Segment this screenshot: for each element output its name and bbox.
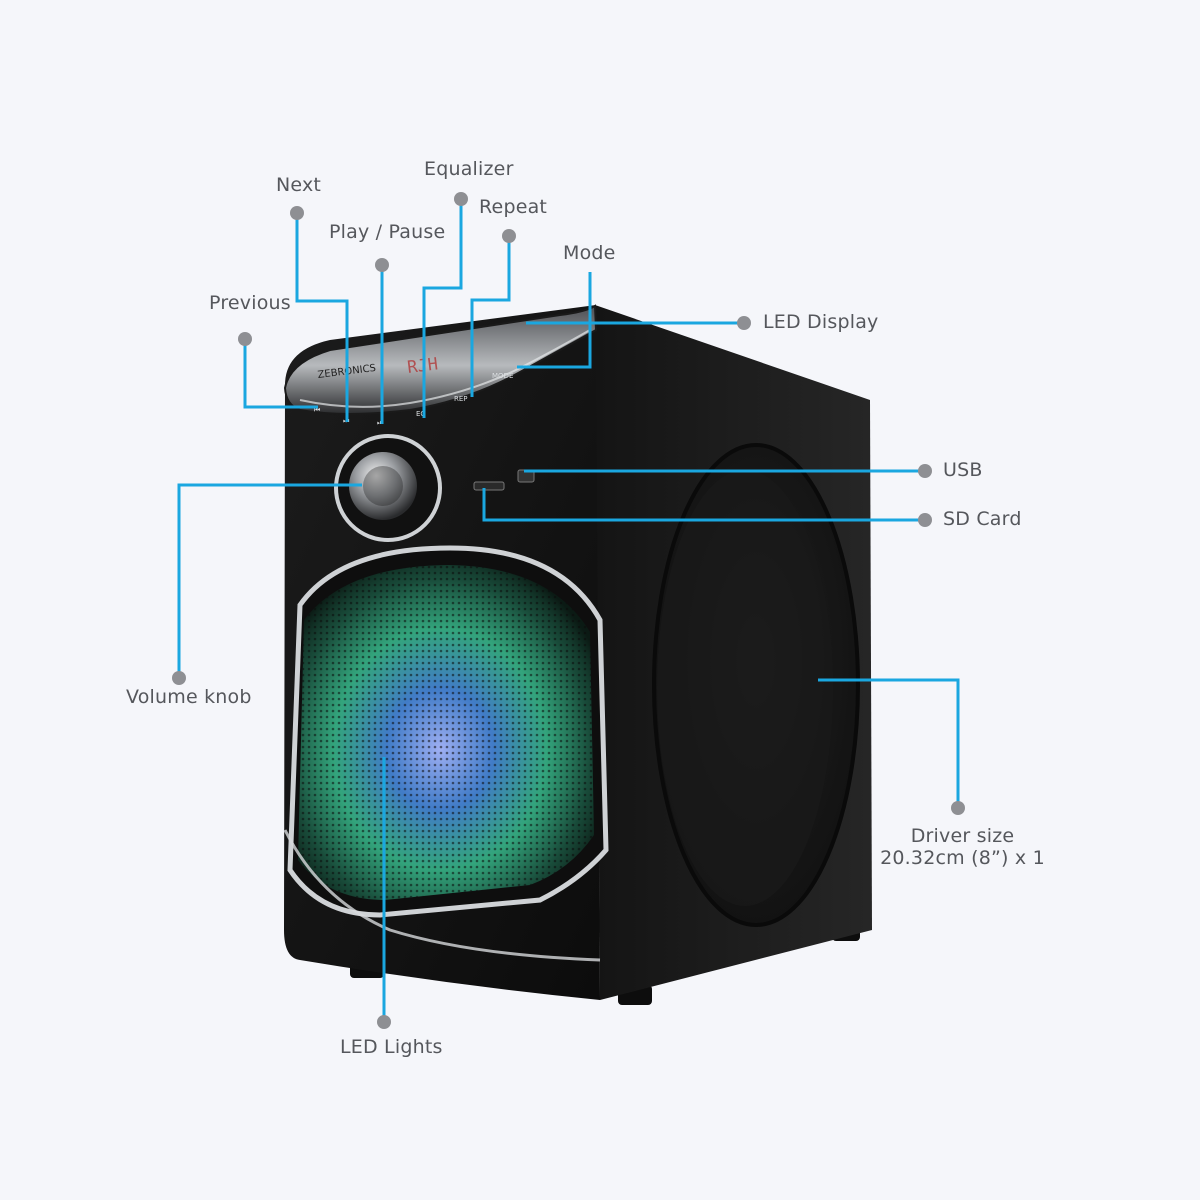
label-driver-size: Driver size 20.32cm (8”) x 1: [880, 825, 1045, 869]
callout-dot-equalizer: [454, 192, 468, 206]
callout-dot-driver-size: [951, 801, 965, 815]
label-equalizer: Equalizer: [424, 158, 514, 180]
callout-dot-led-lights: [377, 1015, 391, 1029]
label-next: Next: [276, 174, 322, 196]
callout-line-mode: [517, 272, 592, 369]
panel-btn-eq-glyph: EQ: [416, 410, 426, 418]
callout-dot-previous: [238, 332, 252, 346]
label-sd-card: SD Card: [943, 508, 1022, 530]
callout-dot-next: [290, 206, 304, 220]
label-led-lights: LED Lights: [340, 1036, 443, 1058]
callout-line-next: [295, 213, 349, 422]
callout-line-sd-card: [482, 488, 925, 522]
label-previous: Previous: [209, 292, 291, 314]
panel-btn-rep-glyph: REP: [454, 395, 468, 403]
callout-dot-repeat: [502, 229, 516, 243]
label-volume-knob: Volume knob: [126, 686, 252, 708]
label-led-display: LED Display: [763, 311, 879, 333]
label-repeat: Repeat: [479, 196, 548, 218]
label-mode: Mode: [563, 242, 616, 264]
callout-line-equalizer: [422, 199, 463, 418]
panel-btn-previous-glyph: ⏮: [314, 406, 320, 414]
callout-line-previous: [243, 339, 318, 409]
callout-line-repeat: [470, 236, 511, 397]
callout-dot-led-display: [737, 316, 751, 330]
label-usb: USB: [943, 459, 983, 481]
callout-dot-usb: [918, 464, 932, 478]
label-driver-size-line2: 20.32cm (8”) x 1: [880, 847, 1045, 869]
label-play-pause: Play / Pause: [329, 221, 446, 243]
label-driver-size-line1: Driver size: [910, 825, 1015, 847]
callout-line-driver-size: [818, 678, 960, 808]
sd-card-slot: [473, 481, 505, 491]
callout-dot-play-pause: [375, 258, 389, 272]
callout-line-volume-knob: [177, 483, 362, 678]
control-panel: [283, 304, 598, 415]
panel-btn-mode-glyph: MODE: [492, 372, 513, 380]
volume-knob: [349, 452, 417, 520]
panel-btn-play-glyph: ⏯: [377, 419, 383, 427]
callout-dot-volume-knob: [172, 671, 186, 685]
callout-dot-sd-card: [918, 513, 932, 527]
